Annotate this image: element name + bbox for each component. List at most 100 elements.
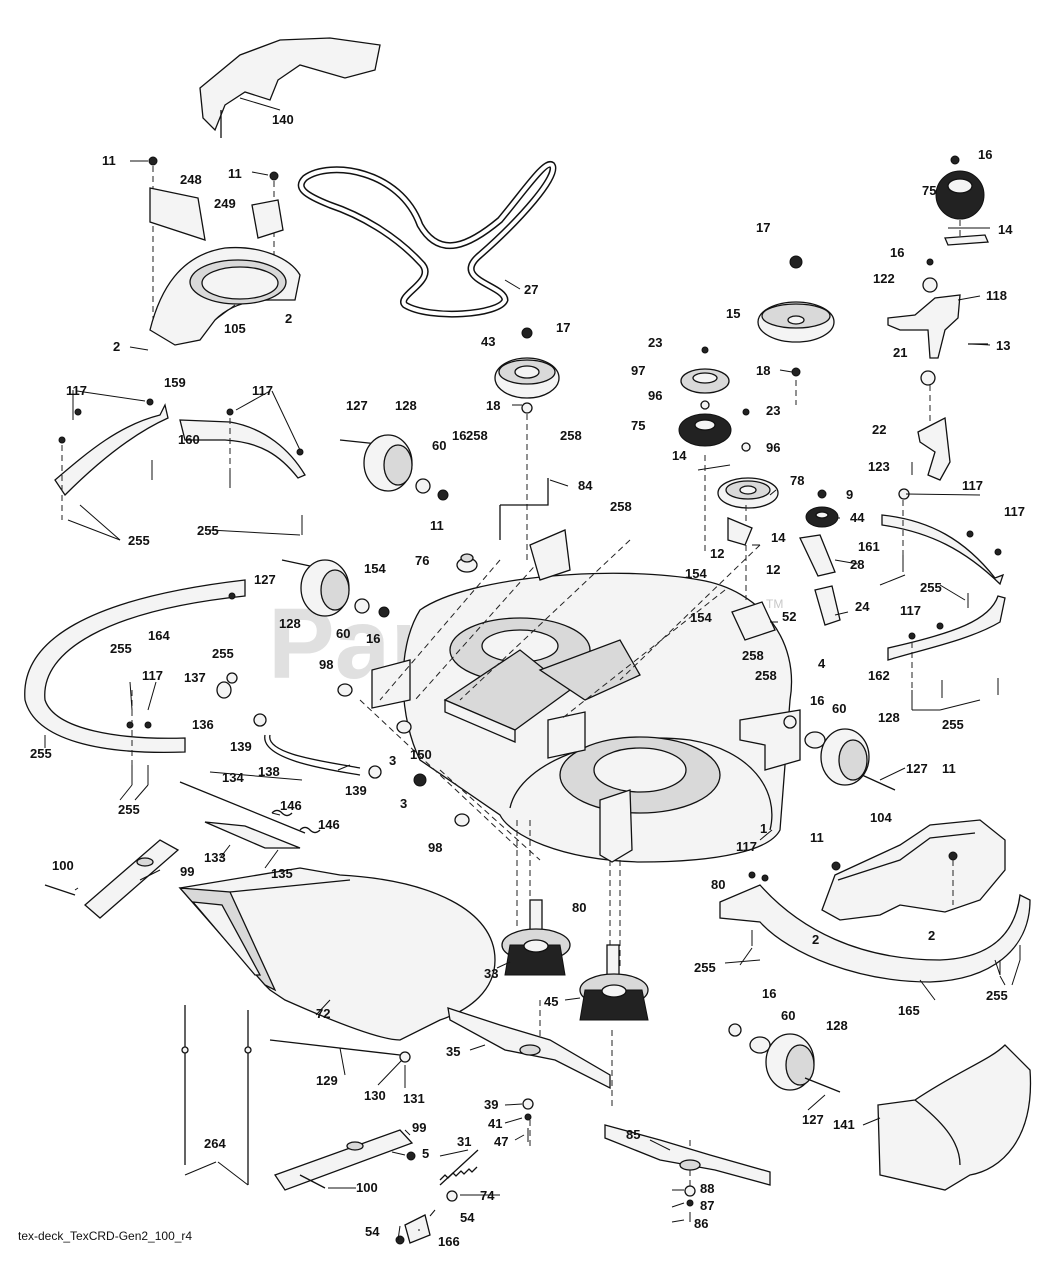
callout-134: 134	[222, 770, 244, 785]
callout-98: 98	[428, 840, 442, 855]
chute-hardware-left	[179, 672, 382, 849]
callout-11: 11	[942, 761, 956, 776]
callout-5: 5	[422, 1146, 429, 1161]
callout-255: 255	[942, 717, 964, 732]
discharge-chute-72	[178, 867, 496, 1041]
leader-lines	[67, 97, 1021, 1241]
callout-4: 4	[818, 656, 826, 671]
callout-255: 255	[920, 580, 942, 595]
callout-80: 80	[572, 900, 586, 915]
callout-11: 11	[810, 830, 824, 845]
callout-11: 11	[102, 153, 116, 168]
callout-137: 137	[184, 670, 206, 685]
baffle-165	[719, 871, 1031, 983]
callout-45: 45	[544, 994, 558, 1009]
callout-54: 54	[365, 1224, 380, 1239]
callout-3: 3	[400, 796, 407, 811]
deflector-140	[199, 37, 381, 138]
callout-139: 139	[230, 739, 252, 754]
callout-248: 248	[180, 172, 202, 187]
callout-255: 255	[30, 746, 52, 761]
callout-41: 41	[488, 1116, 502, 1131]
callout-35: 35	[446, 1044, 460, 1059]
cable-264	[181, 1005, 252, 1185]
callout-139: 139	[345, 783, 367, 798]
callout-123: 123	[868, 459, 890, 474]
callout-117: 117	[252, 383, 273, 398]
callout-23: 23	[766, 403, 780, 418]
callout-258: 258	[466, 428, 488, 443]
callout-130: 130	[364, 1088, 386, 1103]
callout-47: 47	[494, 1134, 508, 1149]
callout-258: 258	[755, 668, 777, 683]
callout-16: 16	[810, 693, 824, 708]
bracket-166	[395, 1214, 431, 1245]
arm-99-upper	[44, 839, 180, 919]
bracket-28-24	[727, 517, 841, 626]
callout-128: 128	[878, 710, 900, 725]
callout-27: 27	[524, 282, 538, 297]
callout-258: 258	[560, 428, 582, 443]
callout-255: 255	[986, 988, 1008, 1003]
callout-128: 128	[395, 398, 417, 413]
arm-99-lower	[273, 1129, 414, 1191]
callout-60: 60	[432, 438, 446, 453]
callout-255: 255	[197, 523, 219, 538]
callout-104: 104	[870, 810, 892, 825]
callout-131: 131	[403, 1091, 425, 1106]
rail-162	[887, 595, 1006, 710]
callout-118: 118	[986, 288, 1007, 303]
callout-16: 16	[366, 631, 380, 646]
callout-16: 16	[452, 428, 466, 443]
callout-88: 88	[700, 1181, 714, 1196]
callout-249: 249	[214, 196, 236, 211]
callout-129: 129	[316, 1073, 338, 1088]
callout-23: 23	[648, 335, 662, 350]
callout-117: 117	[900, 603, 921, 618]
rail-160	[179, 408, 306, 535]
pulley-75-right	[922, 155, 989, 293]
callout-11: 11	[228, 166, 242, 181]
wheel-128-left	[281, 559, 390, 618]
callout-14: 14	[998, 222, 1013, 237]
callout-146: 146	[318, 817, 340, 832]
callout-85: 85	[626, 1127, 640, 1142]
callout-140: 140	[272, 112, 294, 127]
spindle-45	[579, 944, 649, 1021]
callout-117: 117	[66, 383, 87, 398]
callout-86: 86	[694, 1216, 708, 1231]
bracket-258	[529, 529, 571, 581]
bracket-248	[149, 187, 206, 241]
callout-75: 75	[922, 183, 936, 198]
callout-44: 44	[850, 510, 865, 525]
callout-127: 127	[346, 398, 368, 413]
callout-127: 127	[802, 1112, 824, 1127]
callout-16: 16	[978, 147, 992, 162]
callout-18: 18	[486, 398, 500, 413]
callout-3: 3	[389, 753, 396, 768]
idler-78	[717, 408, 779, 509]
callout-84: 84	[578, 478, 593, 493]
callout-99: 99	[180, 864, 194, 879]
bracket-249	[251, 199, 284, 239]
callout-28: 28	[850, 557, 864, 572]
blade-35	[447, 1007, 611, 1090]
spring-31	[406, 1149, 479, 1202]
callout-18: 18	[756, 363, 770, 378]
bolt-11-left	[148, 156, 158, 330]
shield-141	[877, 1044, 1032, 1191]
callout-22: 22	[872, 422, 886, 437]
callout-128: 128	[279, 616, 301, 631]
callout-12: 12	[710, 546, 724, 561]
callout-162: 162	[868, 668, 890, 683]
pulley-43	[494, 327, 560, 560]
callout-154: 154	[364, 561, 386, 576]
callout-258: 258	[742, 648, 764, 663]
rail-161	[881, 488, 1005, 608]
callout-100: 100	[52, 858, 74, 873]
pulley-15	[757, 255, 835, 405]
callout-17: 17	[556, 320, 570, 335]
diagram-code: tex-deck_TexCRD-Gen2_100_r4	[18, 1229, 192, 1243]
callout-80: 80	[711, 877, 725, 892]
wheel-128-right	[783, 715, 896, 791]
